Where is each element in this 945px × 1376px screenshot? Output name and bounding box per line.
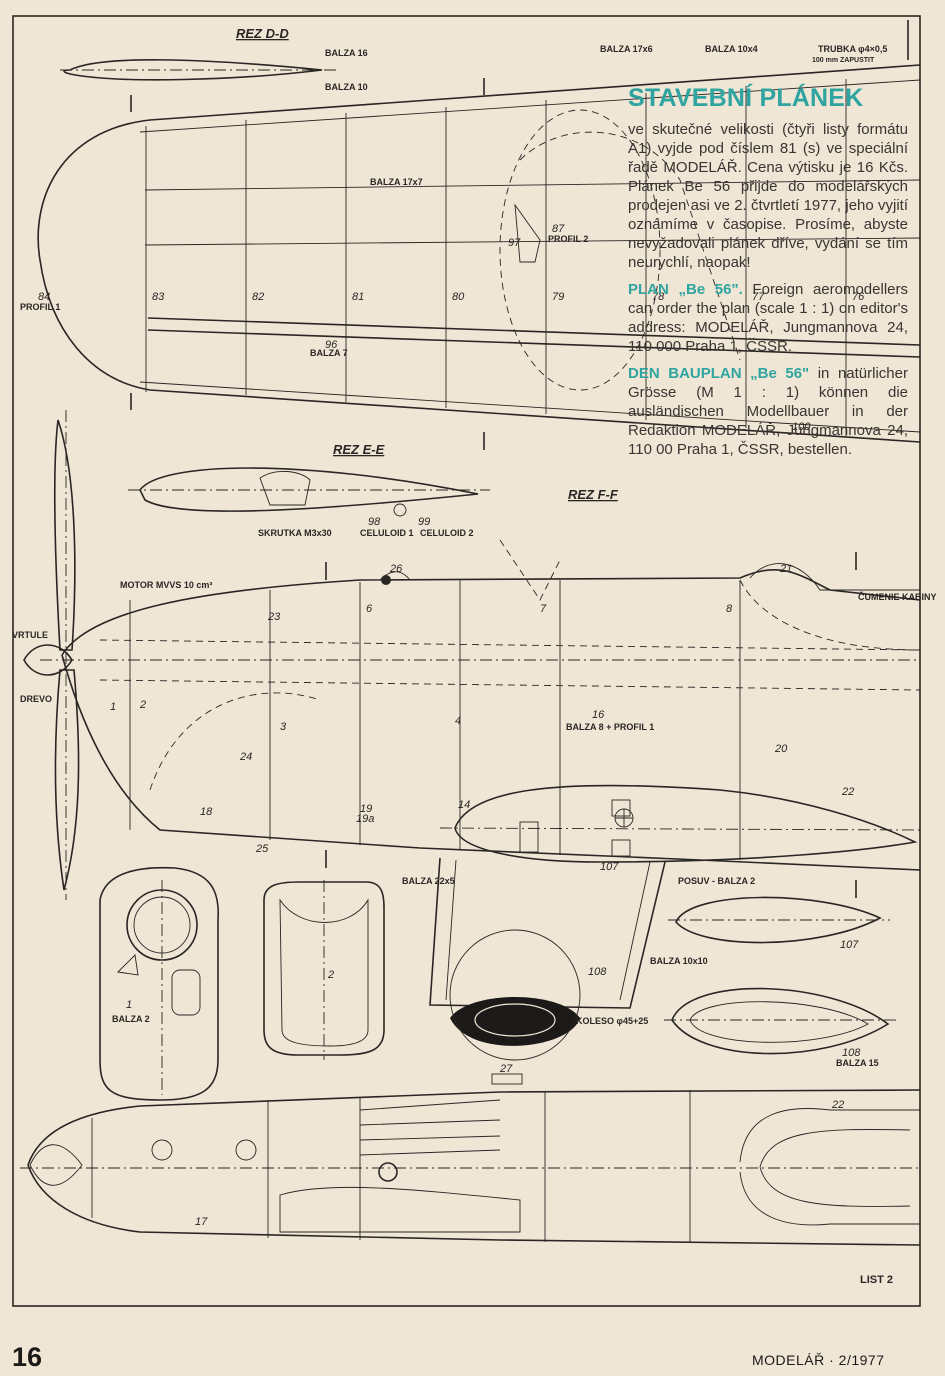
section-label-d-d: REZ D-D xyxy=(236,26,289,41)
svg-text:84: 84 xyxy=(38,291,50,303)
svg-text:107: 107 xyxy=(600,861,619,873)
svg-text:23: 23 xyxy=(267,611,281,623)
svg-text:6: 6 xyxy=(366,603,373,615)
svg-text:25: 25 xyxy=(255,843,269,855)
svg-text:24: 24 xyxy=(239,751,252,763)
svg-text:19: 19 xyxy=(360,803,372,815)
svg-text:98: 98 xyxy=(368,516,381,528)
bulkhead-107-108: 107 108 BALZA 15 xyxy=(664,896,900,1068)
german-body: in natürlicher Grösse (M 1 : 1) können d… xyxy=(628,365,908,458)
svg-text:17: 17 xyxy=(195,1216,208,1228)
label-skrutka: SKRUTKA M3x30 xyxy=(258,528,332,538)
label-vrtule: VRTULE xyxy=(12,630,48,640)
svg-text:19a: 19a xyxy=(356,813,374,825)
label-drevo: DREVO xyxy=(20,694,52,704)
german-lead: DEN BAUPLAN „Be 56" xyxy=(628,365,810,382)
svg-text:77: 77 xyxy=(752,291,765,303)
svg-text:108: 108 xyxy=(842,1047,861,1059)
label-celuloid-2: CELULOID 2 xyxy=(420,528,474,538)
svg-text:107: 107 xyxy=(840,939,859,951)
paragraph-english: PLAN „Be 56". Foreign aeromodellers can … xyxy=(628,280,908,356)
magazine-issue: MODELÁŘ · 2/1977 xyxy=(752,1352,885,1368)
label-celuloid-1: CELULOID 1 xyxy=(360,528,414,538)
svg-text:100: 100 xyxy=(792,421,811,433)
label-balza-22x5: BALZA 22x5 xyxy=(402,876,455,886)
svg-text:96: 96 xyxy=(325,339,338,351)
svg-text:99: 99 xyxy=(418,516,430,528)
svg-text:22: 22 xyxy=(841,786,854,798)
svg-text:4: 4 xyxy=(455,715,461,727)
page-number: 16 xyxy=(12,1342,43,1372)
label-balza-17x6: BALZA 17x6 xyxy=(600,44,653,54)
label-balza-15: BALZA 15 xyxy=(836,1058,879,1068)
svg-text:79: 79 xyxy=(552,291,564,303)
english-body: Foreign aeromodellers can order the plan… xyxy=(628,281,908,355)
svg-text:80: 80 xyxy=(452,291,465,303)
svg-text:27: 27 xyxy=(499,1063,513,1075)
label-cumenie: ČUMENIE KABINY xyxy=(858,591,937,602)
section-label-e-e: REZ E-E xyxy=(333,442,385,457)
svg-text:108: 108 xyxy=(588,966,607,978)
label-balza-2: BALZA 2 xyxy=(112,1014,150,1024)
label-balza-8-profil: BALZA 8 + PROFIL 1 xyxy=(566,722,654,732)
propeller xyxy=(23,410,80,900)
svg-text:2: 2 xyxy=(139,699,146,711)
svg-text:1: 1 xyxy=(126,999,132,1011)
bulkhead-1: 1 BALZA 2 xyxy=(99,866,220,1101)
svg-text:76: 76 xyxy=(852,291,865,303)
svg-text:97: 97 xyxy=(508,237,521,249)
svg-text:26: 26 xyxy=(389,563,403,575)
label-trubka-2: 100 mm ZAPUSTIT xyxy=(812,57,875,64)
section-e-e: REZ E-E 98 99 SKRUTKA M3x30 CELULOID 1 C… xyxy=(128,442,490,538)
plan-frame xyxy=(12,15,921,1307)
svg-text:78: 78 xyxy=(652,291,665,303)
label-motor: MOTOR MVVS 10 cm³ xyxy=(120,580,212,590)
bulkhead-2: 2 xyxy=(263,880,385,1060)
paragraph-german: DEN BAUPLAN „Be 56" in natürlicher Gröss… xyxy=(628,364,908,459)
plan-info-text-block: STAVEBNÍ PLÁNEK ve skutečné velikosti (č… xyxy=(628,84,908,467)
wing-plan-view: 87 97 84 83 82 81 80 79 78 77 76 96 100 … xyxy=(20,20,921,450)
svg-text:81: 81 xyxy=(352,291,364,303)
svg-text:14: 14 xyxy=(458,799,470,811)
label-balza-16: BALZA 16 xyxy=(325,48,368,58)
fuselage-top-view: 27 22 17 xyxy=(20,1063,921,1246)
svg-text:22: 22 xyxy=(831,1099,844,1111)
label-balza-17x7: BALZA 17x7 xyxy=(370,177,423,187)
label-balza-10: BALZA 10 xyxy=(325,82,368,92)
section-label-f-f: REZ F-F xyxy=(568,487,619,502)
svg-text:20: 20 xyxy=(774,743,788,755)
fuselage-side-view: 26 21 107 108 1 2 3 4 6 7 8 xyxy=(12,539,937,1061)
label-kolo: KOLESO φ45+25 xyxy=(576,1016,648,1026)
label-balza-10x10: BALZA 10x10 xyxy=(650,956,708,966)
svg-text:16: 16 xyxy=(592,709,605,721)
svg-text:3: 3 xyxy=(280,721,287,733)
label-balza-10x4: BALZA 10x4 xyxy=(705,44,758,54)
svg-text:18: 18 xyxy=(200,806,213,818)
svg-text:21: 21 xyxy=(779,563,792,575)
label-profil-1: PROFIL 1 xyxy=(20,302,60,312)
plan-title: STAVEBNÍ PLÁNEK xyxy=(628,84,864,112)
svg-text:83: 83 xyxy=(152,291,165,303)
svg-text:8: 8 xyxy=(726,603,733,615)
svg-text:2: 2 xyxy=(327,969,334,981)
svg-text:82: 82 xyxy=(252,291,264,303)
section-d-d: REZ D-D BALZA 16 BALZA 10 xyxy=(60,26,368,92)
label-posuv: POSUV - BALZA 2 xyxy=(678,876,755,886)
english-lead: PLAN „Be 56". xyxy=(628,281,743,298)
svg-text:1: 1 xyxy=(110,701,116,713)
label-profil-2: PROFIL 2 xyxy=(548,234,588,244)
svg-text:87: 87 xyxy=(552,223,565,235)
label-trubka: TRUBKA φ4×0,5 xyxy=(818,44,887,54)
sheet-label: LIST 2 xyxy=(860,1274,894,1286)
label-balza-7: BALZA 7 xyxy=(310,348,348,358)
paragraph-czech: ve skutečné velikosti (čtyři listy formá… xyxy=(628,121,908,271)
svg-text:7: 7 xyxy=(540,603,547,615)
